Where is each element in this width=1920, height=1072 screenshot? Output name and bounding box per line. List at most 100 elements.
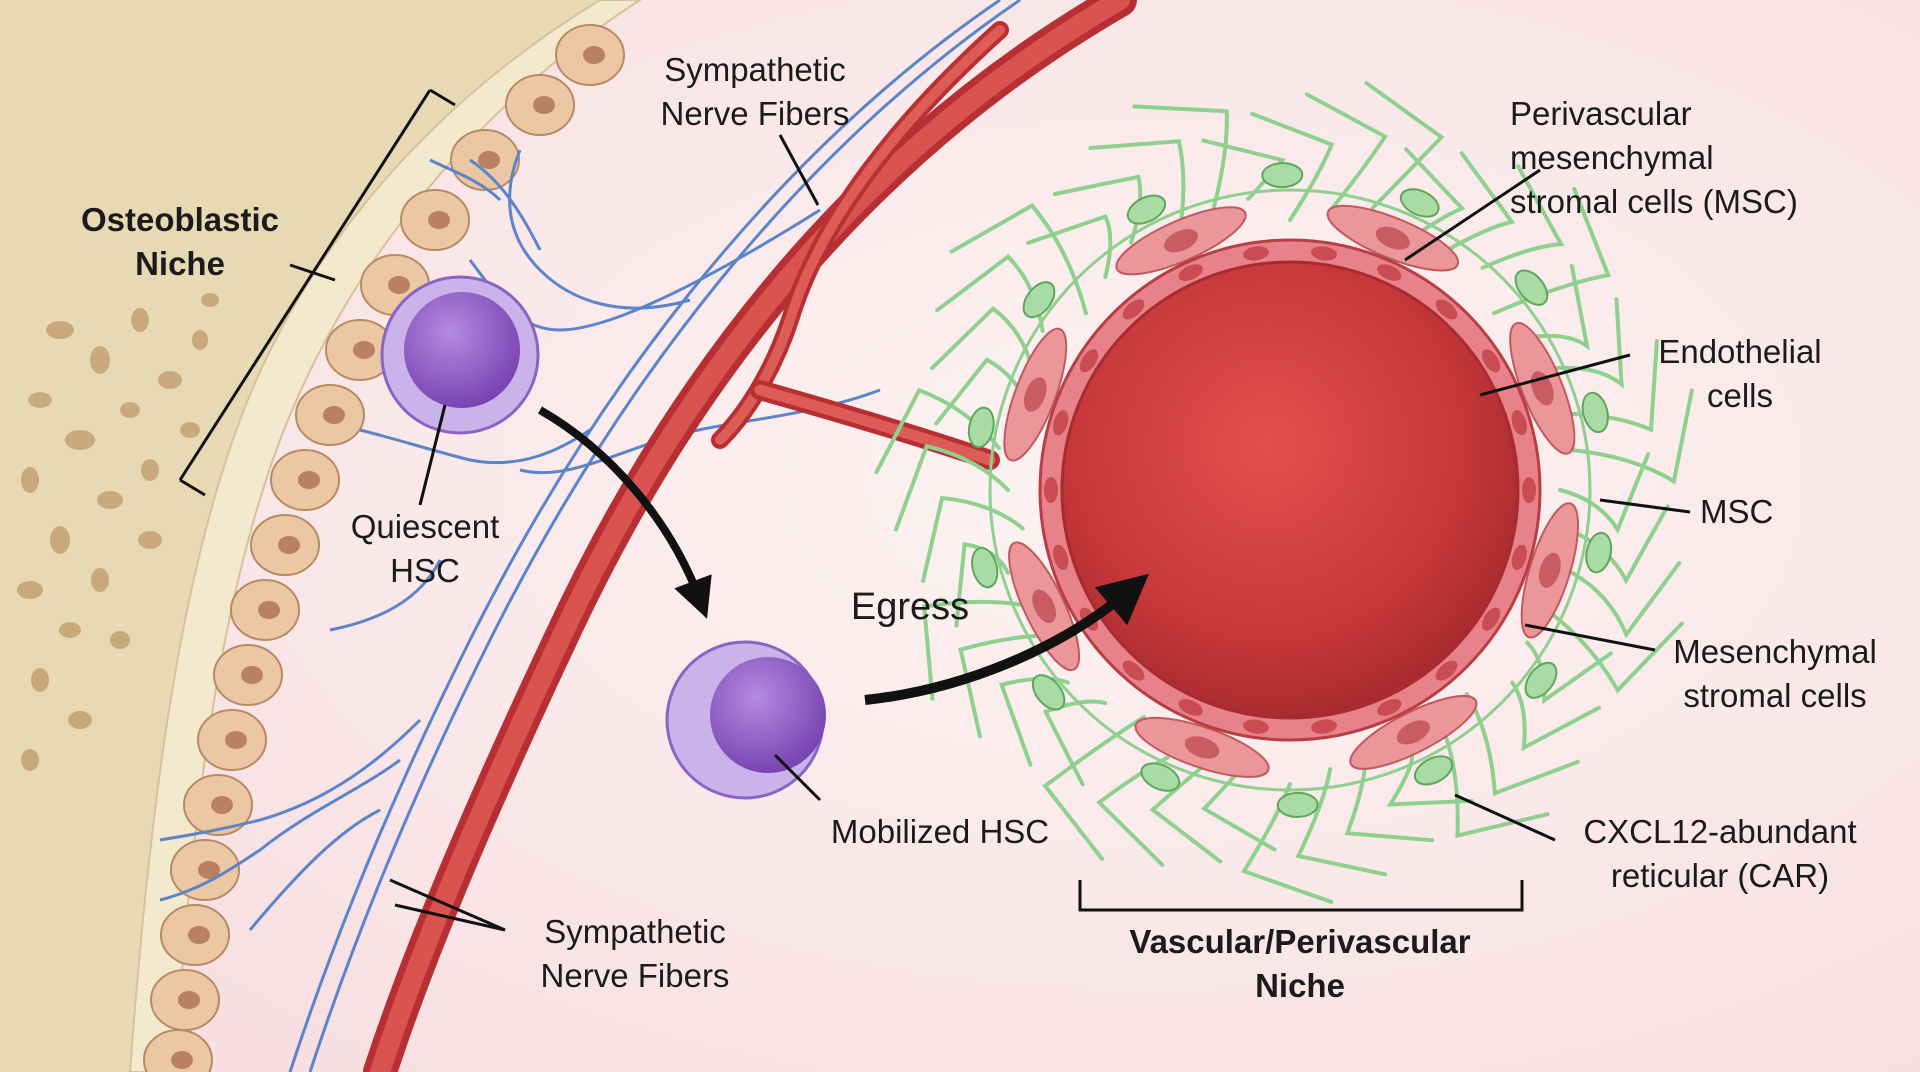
- car-cell-process: [874, 387, 1001, 475]
- car-cell-body: [967, 406, 995, 449]
- endothelial-nucleus: [1377, 699, 1402, 716]
- osteoblast-nucleus: [171, 1051, 193, 1069]
- osteoblast-nucleus: [211, 796, 233, 814]
- msc-nucleus: [1538, 552, 1561, 588]
- car-cell-body: [1261, 162, 1304, 189]
- car-cell-process: [1304, 92, 1388, 213]
- endothelial-nucleus: [1311, 719, 1337, 734]
- osteoblastic-niche-bracket: [178, 88, 456, 497]
- car-cell-process: [1567, 388, 1694, 485]
- endothelial-nucleus: [1053, 410, 1069, 436]
- car-cell-body: [1276, 791, 1319, 818]
- osteoblast-nucleus: [225, 731, 247, 749]
- endothelial-cells: [1044, 246, 1536, 734]
- sympathetic-nerve-fibers-top-label: Sympathetic Nerve Fibers: [660, 51, 850, 132]
- endothelial-nucleus: [1481, 607, 1501, 631]
- endothelial-nucleus: [1511, 410, 1527, 436]
- perivascular-msc-label: Perivascular mesenchymal stromal cells (…: [1510, 95, 1798, 220]
- car-cell-process: [949, 203, 1088, 316]
- endothelial-nucleus: [1053, 544, 1069, 570]
- car-cell-process: [1042, 715, 1147, 861]
- osteoblast-nucleus: [241, 666, 263, 684]
- car-cell-process: [1241, 782, 1334, 904]
- endothelial-nucleus: [1377, 264, 1402, 281]
- car-cell-body: [1413, 755, 1454, 786]
- endothelial-nucleus: [1079, 349, 1099, 373]
- car-cell-process: [1250, 111, 1335, 222]
- osteoblastic-niche-label: Osteoblastic Niche: [80, 201, 280, 282]
- car-cell-process: [1026, 214, 1113, 279]
- car-cell-process: [921, 495, 1025, 583]
- bone-region: [0, 0, 600, 1072]
- car-cell-body: [1581, 391, 1609, 434]
- osteoblast-cells: [143, 24, 625, 1072]
- endothelial-nucleus: [1178, 264, 1203, 281]
- blood-vessels: [363, 0, 1137, 1072]
- sympathetic-nerve-fibers-bottom-label: Sympathetic Nerve Fibers: [540, 913, 730, 994]
- msc-nucleus: [1164, 229, 1198, 253]
- endothelial-nucleus: [1044, 477, 1058, 503]
- sympathetic-nerve-fibers: [159, 0, 1021, 1072]
- msc-nucleus: [1396, 720, 1431, 745]
- egress-arrow: [864, 573, 1149, 705]
- trabecular-bone: [17, 293, 219, 771]
- msc-nucleus: [1023, 377, 1047, 412]
- osteoblast-nucleus: [323, 406, 345, 424]
- osteoblast-nucleus: [388, 276, 410, 294]
- endothelial-nucleus: [1243, 246, 1269, 261]
- osteoblast-nucleus: [428, 211, 450, 229]
- car-cell-process: [893, 443, 1010, 532]
- msc-nucleus: [1184, 736, 1220, 759]
- car-cell-body: [1031, 674, 1066, 711]
- osteoblast-nucleus: [278, 536, 300, 554]
- car-cell-process: [1480, 164, 1565, 270]
- car-cell-body: [1585, 531, 1613, 574]
- migration-arrow: [538, 406, 712, 619]
- car-cell-process: [1558, 452, 1651, 534]
- osteoblast-nucleus: [533, 96, 555, 114]
- endothelial-nucleus: [1311, 246, 1337, 261]
- endothelial-cells-label: Endothelial cells: [1658, 333, 1822, 414]
- car-cell-body: [1514, 269, 1549, 306]
- car-cell-body: [1126, 194, 1167, 225]
- car-cell-process: [1386, 755, 1474, 807]
- osteoblast-nucleus: [178, 991, 200, 1009]
- osteoblast-nucleus: [353, 341, 375, 359]
- endothelial-nucleus: [1243, 719, 1269, 734]
- mobilized-hsc-cell: [665, 640, 826, 800]
- car-cell-process: [1132, 104, 1229, 222]
- car-cell-body: [971, 546, 999, 589]
- endothelial-nucleus: [1522, 477, 1536, 503]
- car-cells-label: CXCL12-abundant reticular (CAR): [1583, 813, 1857, 894]
- msc-nucleus: [1032, 589, 1056, 624]
- osteoblast-nucleus: [583, 46, 605, 64]
- quiescent-hsc-label: Quiescent HSC: [350, 508, 500, 589]
- car-cell-process: [935, 254, 1045, 334]
- car-cell-process: [1555, 297, 1624, 389]
- car-cell-process: [1295, 767, 1388, 877]
- perivascular-msc-cells: [1003, 204, 1580, 778]
- car-cell-process: [1364, 81, 1445, 210]
- msc-label: MSC: [1700, 493, 1774, 530]
- endothelial-nucleus: [1511, 544, 1527, 570]
- car-cell-ring: [988, 188, 1592, 792]
- car-cell-body: [1022, 281, 1056, 319]
- vascular-niche-bracket: [1078, 880, 1524, 912]
- car-cell-body: [1399, 188, 1440, 218]
- vessel-lumen: [1060, 260, 1520, 720]
- car-cell-process: [1570, 561, 1682, 639]
- osteoblast-nucleus: [198, 861, 220, 879]
- car-cell-body: [1140, 762, 1181, 792]
- mobilized-hsc-label: Mobilized HSC: [830, 813, 1050, 850]
- endothelial-nucleus: [1178, 699, 1203, 716]
- endothelial-nucleus: [1435, 299, 1458, 320]
- osteoblast-nucleus: [298, 471, 320, 489]
- endothelial-nucleus: [1122, 299, 1145, 320]
- mesenchymal-stromal-cells-label: Mesenchymal stromal cells: [1673, 633, 1877, 714]
- osteoblast-nucleus: [478, 151, 500, 169]
- car-cell-process: [1492, 187, 1611, 316]
- car-cell-body: [1524, 661, 1558, 699]
- vascular-niche-label: Vascular/Perivascular Niche: [1129, 923, 1471, 1004]
